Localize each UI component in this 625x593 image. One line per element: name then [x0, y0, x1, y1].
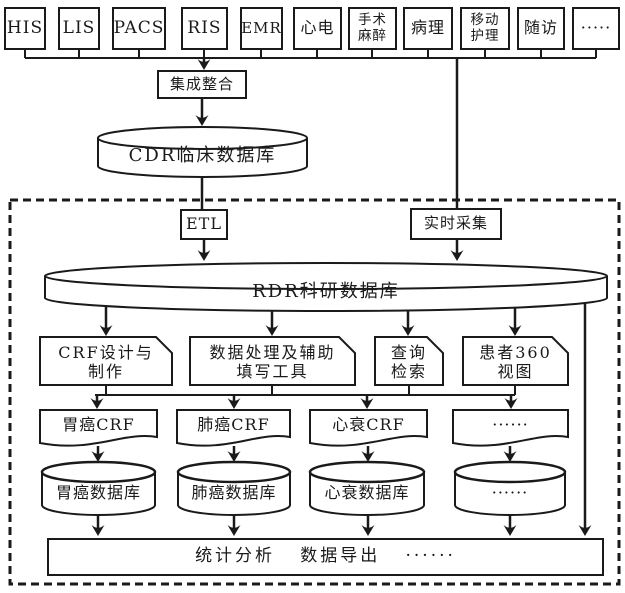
source-box-ris: RIS	[181, 7, 228, 50]
db-cylinder-gastric	[40, 460, 157, 516]
db-label-ellipsis: ······	[491, 483, 529, 503]
tool-label-data-processing: 数据处理及辅助填写工具	[209, 342, 336, 381]
rdr-database-label: RDR科研数据库	[252, 281, 400, 303]
crf-doc-ellipsis	[452, 409, 569, 447]
rdr-database-cylinder	[44, 262, 608, 312]
cdr-database-cylinder	[97, 126, 308, 178]
connector-lines	[95, 58, 587, 529]
source-box-emr: EMR	[240, 7, 283, 50]
crf-doc-label-gastric: 胃癌CRF	[62, 415, 135, 435]
integration-box: 集成整合	[157, 70, 247, 99]
crf-doc-heart-failure	[309, 409, 428, 447]
source-box-mobile-nursing: 移动护理	[460, 7, 510, 50]
source-box-lis: LIS	[58, 7, 100, 50]
tool-box-query-search	[374, 336, 444, 386]
db-label-heart-failure: 心衰数据库	[324, 483, 410, 503]
db-label-gastric: 胃癌数据库	[55, 483, 141, 503]
source-box-surgery-anesthesia: 手术麻醉	[348, 7, 397, 50]
crf-doc-gastric	[39, 409, 158, 447]
source-box-ecg: 心电	[293, 7, 342, 50]
tool-label-crf-design: CRF设计与制作	[58, 342, 154, 381]
realtime-collection-box: 实时采集	[410, 208, 502, 240]
crf-doc-label-heart-failure: 心衰CRF	[332, 415, 405, 435]
db-cylinder-ellipsis	[453, 460, 567, 516]
tool-label-query-search: 查询检索	[390, 342, 427, 381]
tool-box-patient360	[462, 336, 569, 386]
research-platform-boundary	[8, 198, 621, 586]
source-box-his: HIS	[4, 7, 46, 50]
crf-doc-lung	[176, 409, 291, 447]
source-box-ellipsis: ·····	[572, 7, 620, 50]
cdr-database-label: CDR临床数据库	[128, 145, 277, 167]
tool-box-crf-design	[39, 336, 173, 386]
output-box: 统计分析 数据导出 ······	[47, 538, 604, 576]
source-box-followup: 随访	[517, 7, 565, 50]
source-box-pathology: 病理	[403, 7, 453, 50]
crf-doc-label-lung: 肺癌CRF	[197, 415, 270, 435]
source-box-pacs: PACS	[112, 7, 166, 50]
db-cylinder-heart-failure	[308, 460, 426, 516]
db-label-lung: 肺癌数据库	[191, 483, 277, 503]
db-cylinder-lung	[176, 460, 292, 516]
crf-doc-label-ellipsis: ······	[492, 415, 529, 435]
etl-box: ETL	[180, 209, 228, 240]
tool-box-data-processing	[189, 336, 356, 386]
connector-lines-thin	[24, 50, 597, 396]
